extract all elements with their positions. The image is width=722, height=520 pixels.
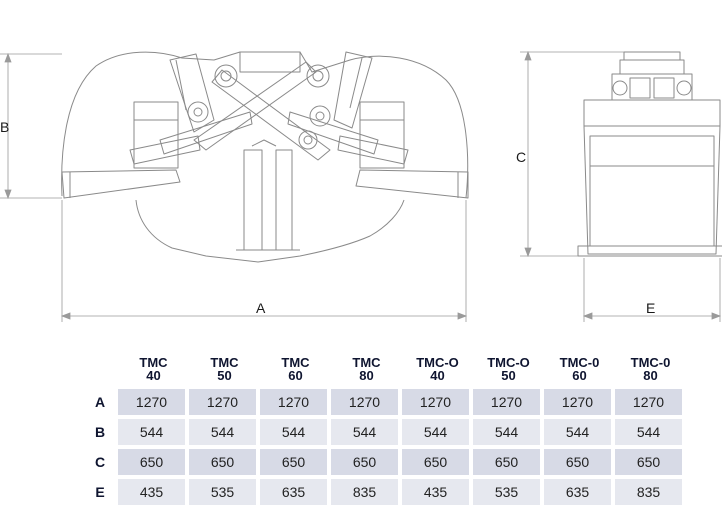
column-header-size: 40 [146,368,161,383]
table-cell: 435 [402,479,473,505]
table-row: A 1270 1270 1270 1270 1270 1270 1270 127… [82,389,686,415]
table-cell: 1270 [260,389,331,415]
table-cell: 650 [331,449,402,475]
column-header-size: 40 [430,368,445,383]
row-label: A [94,394,106,410]
row-label: E [95,484,105,500]
table-cell: 535 [473,479,544,505]
table-row: C 650 650 650 650 650 650 650 650 [82,449,686,475]
dimension-line-e [582,258,722,322]
table-cell: 650 [118,449,189,475]
table-cell: 1270 [473,389,544,415]
table-cell: 650 [402,449,473,475]
table-corner [82,356,118,385]
dimension-label-e: E [646,300,655,316]
column-header-size: 50 [217,368,232,383]
table-cell: 650 [615,449,686,475]
column-header-size: 60 [288,368,303,383]
column-header-model: TMC-0 [559,355,600,370]
dimension-line-c [520,50,624,258]
dimension-label-b: B [0,119,9,135]
column-header-model: TMC-O [416,355,459,370]
table-cell: 544 [331,419,402,445]
table-cell: 1270 [402,389,473,415]
table-cell: 535 [189,479,260,505]
table-row: E 435 535 635 835 435 535 635 835 [82,479,686,505]
column-header-model: TMC [281,355,310,370]
table-cell: 544 [118,419,189,445]
table-cell: 1270 [189,389,260,415]
dimension-line-b [0,52,62,200]
table-cell: 1270 [331,389,402,415]
table-cell: 650 [544,449,615,475]
table-cell: 835 [615,479,686,505]
row-label: B [94,424,106,440]
column-header-model: TMC-O [487,355,530,370]
table-cell: 544 [189,419,260,445]
table-cell: 835 [331,479,402,505]
technical-drawing: A B C E [0,50,722,322]
table-cell: 650 [260,449,331,475]
table-cell: 635 [260,479,331,505]
table-cell: 544 [615,419,686,445]
dimension-label-a: A [256,300,266,316]
table-cell: 544 [260,419,331,445]
column-header-size: 50 [501,368,516,383]
column-header-size: 80 [359,368,374,383]
side-view-drawing [577,51,722,257]
table-cell: 544 [402,419,473,445]
column-header-model: TMC [352,355,381,370]
table-cell: 435 [118,479,189,505]
table-cell: 650 [473,449,544,475]
column-header-model: TMC [139,355,168,370]
dimension-line-a [60,200,468,322]
table-row: B 544 544 544 544 544 544 544 544 [82,419,686,445]
column-header-model: TMC-0 [630,355,671,370]
row-label: C [94,454,106,470]
column-header-model: TMC [210,355,239,370]
column-header-size: 60 [572,368,587,383]
table-cell: 1270 [544,389,615,415]
dimension-label-c: C [516,149,526,165]
front-view-drawing [61,51,469,263]
table-cell: 544 [473,419,544,445]
column-header-size: 80 [643,368,658,383]
table-cell: 1270 [615,389,686,415]
table-cell: 635 [544,479,615,505]
table-cell: 1270 [118,389,189,415]
table-cell: 544 [544,419,615,445]
table-cell: 650 [189,449,260,475]
